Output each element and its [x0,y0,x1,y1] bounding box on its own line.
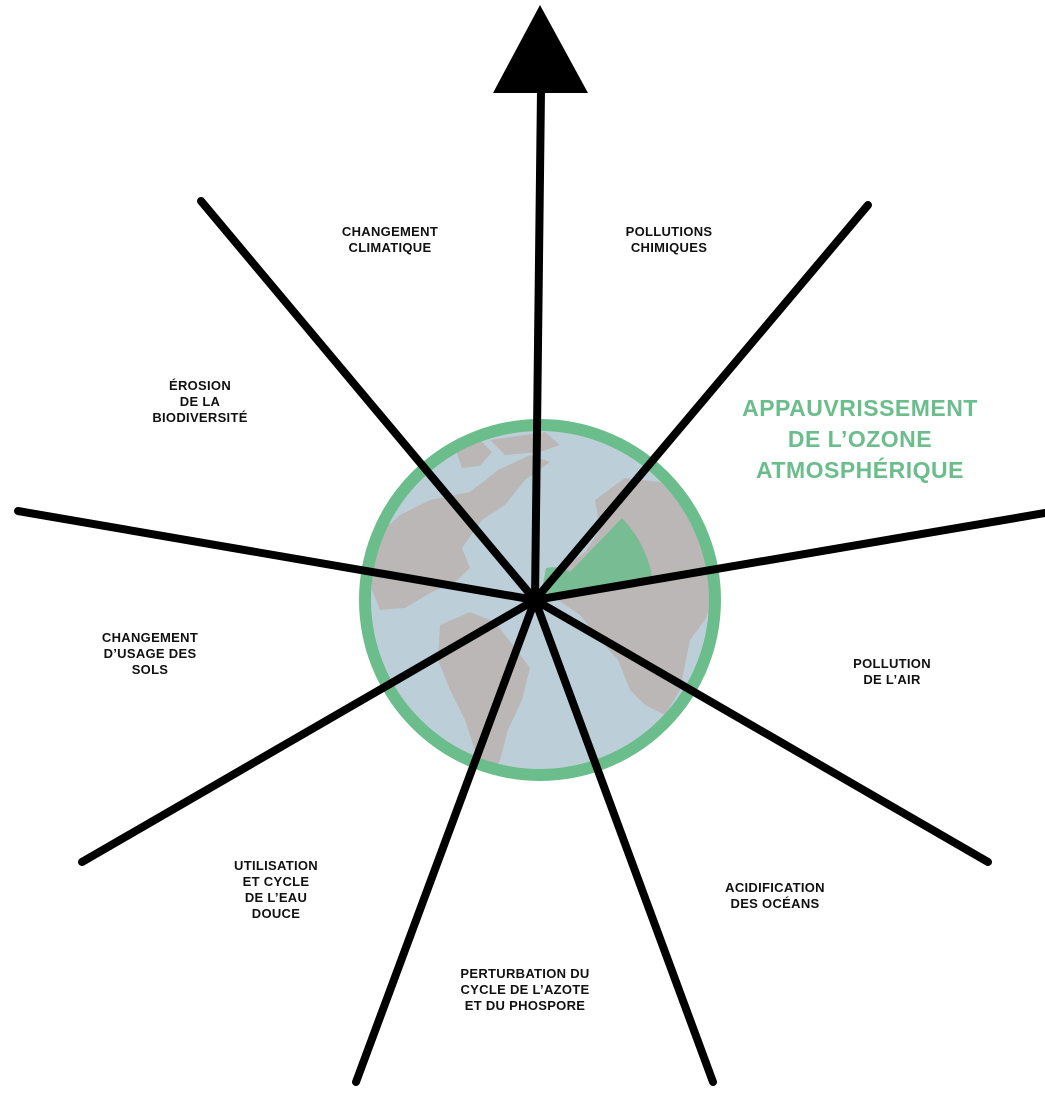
label-line: ET DU PHOSPORE [464,998,586,1013]
label-pollution-air: POLLUTION DE L’AIR [822,656,962,688]
label-line: UTILISATION [234,858,318,873]
ozone-sector-highlight [540,518,652,600]
label-line: DE L’EAU [244,890,308,905]
label-perturbation-azote-phosphore: PERTURBATION DU CYCLE DE L’AZOTE ET DU P… [440,966,610,1014]
label-line: APPAUVRISSEMENT [742,395,978,421]
label-line: CHANGEMENT [101,630,199,645]
label-line: BIODIVERSITÉ [152,410,248,425]
label-line: CHANGEMENT [341,224,439,239]
axis-left [14,507,539,604]
axis-right [531,509,1045,604]
label-line: POLLUTIONS [625,224,713,239]
label-line: CYCLE DE L’AZOTE [460,982,590,997]
label-acidification-oceans: ACIDIFICATION DES OCÉANS [700,880,850,912]
axes-hub [529,594,541,606]
label-line: POLLUTION [853,656,931,671]
continent-eurasia-africa [555,478,710,715]
label-pollutions-chimiques: POLLUTIONS CHIMIQUES [599,224,739,256]
label-line: DOUCE [251,906,301,921]
continent-arctic-islands [490,432,560,455]
axis-lower-right [531,596,992,866]
axis-bottom-left [352,596,539,1086]
axis-lower-left [78,596,539,866]
label-line: DES OCÉANS [730,896,820,911]
arrow-head [493,5,588,93]
label-line: ÉROSION [168,378,232,393]
label-line: CLIMATIQUE [348,240,432,255]
boundary-axes [14,86,1045,1086]
label-appauvrissement-ozone: APPAUVRISSEMENT DE L’OZONE ATMOSPHÉRIQUE [725,393,995,486]
label-line: DE LA [179,394,221,409]
label-line: DE L’OZONE [787,426,933,452]
label-line: SOLS [131,662,169,677]
label-line: D’USAGE DES [103,646,197,661]
continent-south-america [438,612,530,770]
label-line: CHIMIQUES [630,240,708,255]
continents [372,432,710,770]
label-erosion-biodiversite: ÉROSION DE LA BIODIVERSITÉ [130,378,270,426]
axis-upper-left [197,197,539,604]
label-line: ATMOSPHÉRIQUE [756,457,964,483]
axis-upper-right [531,201,872,604]
label-line: ET CYCLE [242,874,310,889]
label-line: DE L’AIR [863,672,921,687]
label-line: ACIDIFICATION [725,880,825,895]
label-line: PERTURBATION DU [460,966,590,981]
label-utilisation-eau-douce: UTILISATION ET CYCLE DE L’EAU DOUCE [206,858,346,922]
axis-bottom-right [531,596,717,1086]
axis-top-arrow [531,86,545,604]
continent-north-america [372,455,550,610]
label-changement-climatique: CHANGEMENT CLIMATIQUE [320,224,460,256]
label-changement-usage-sols: CHANGEMENT D’USAGE DES SOLS [80,630,220,678]
